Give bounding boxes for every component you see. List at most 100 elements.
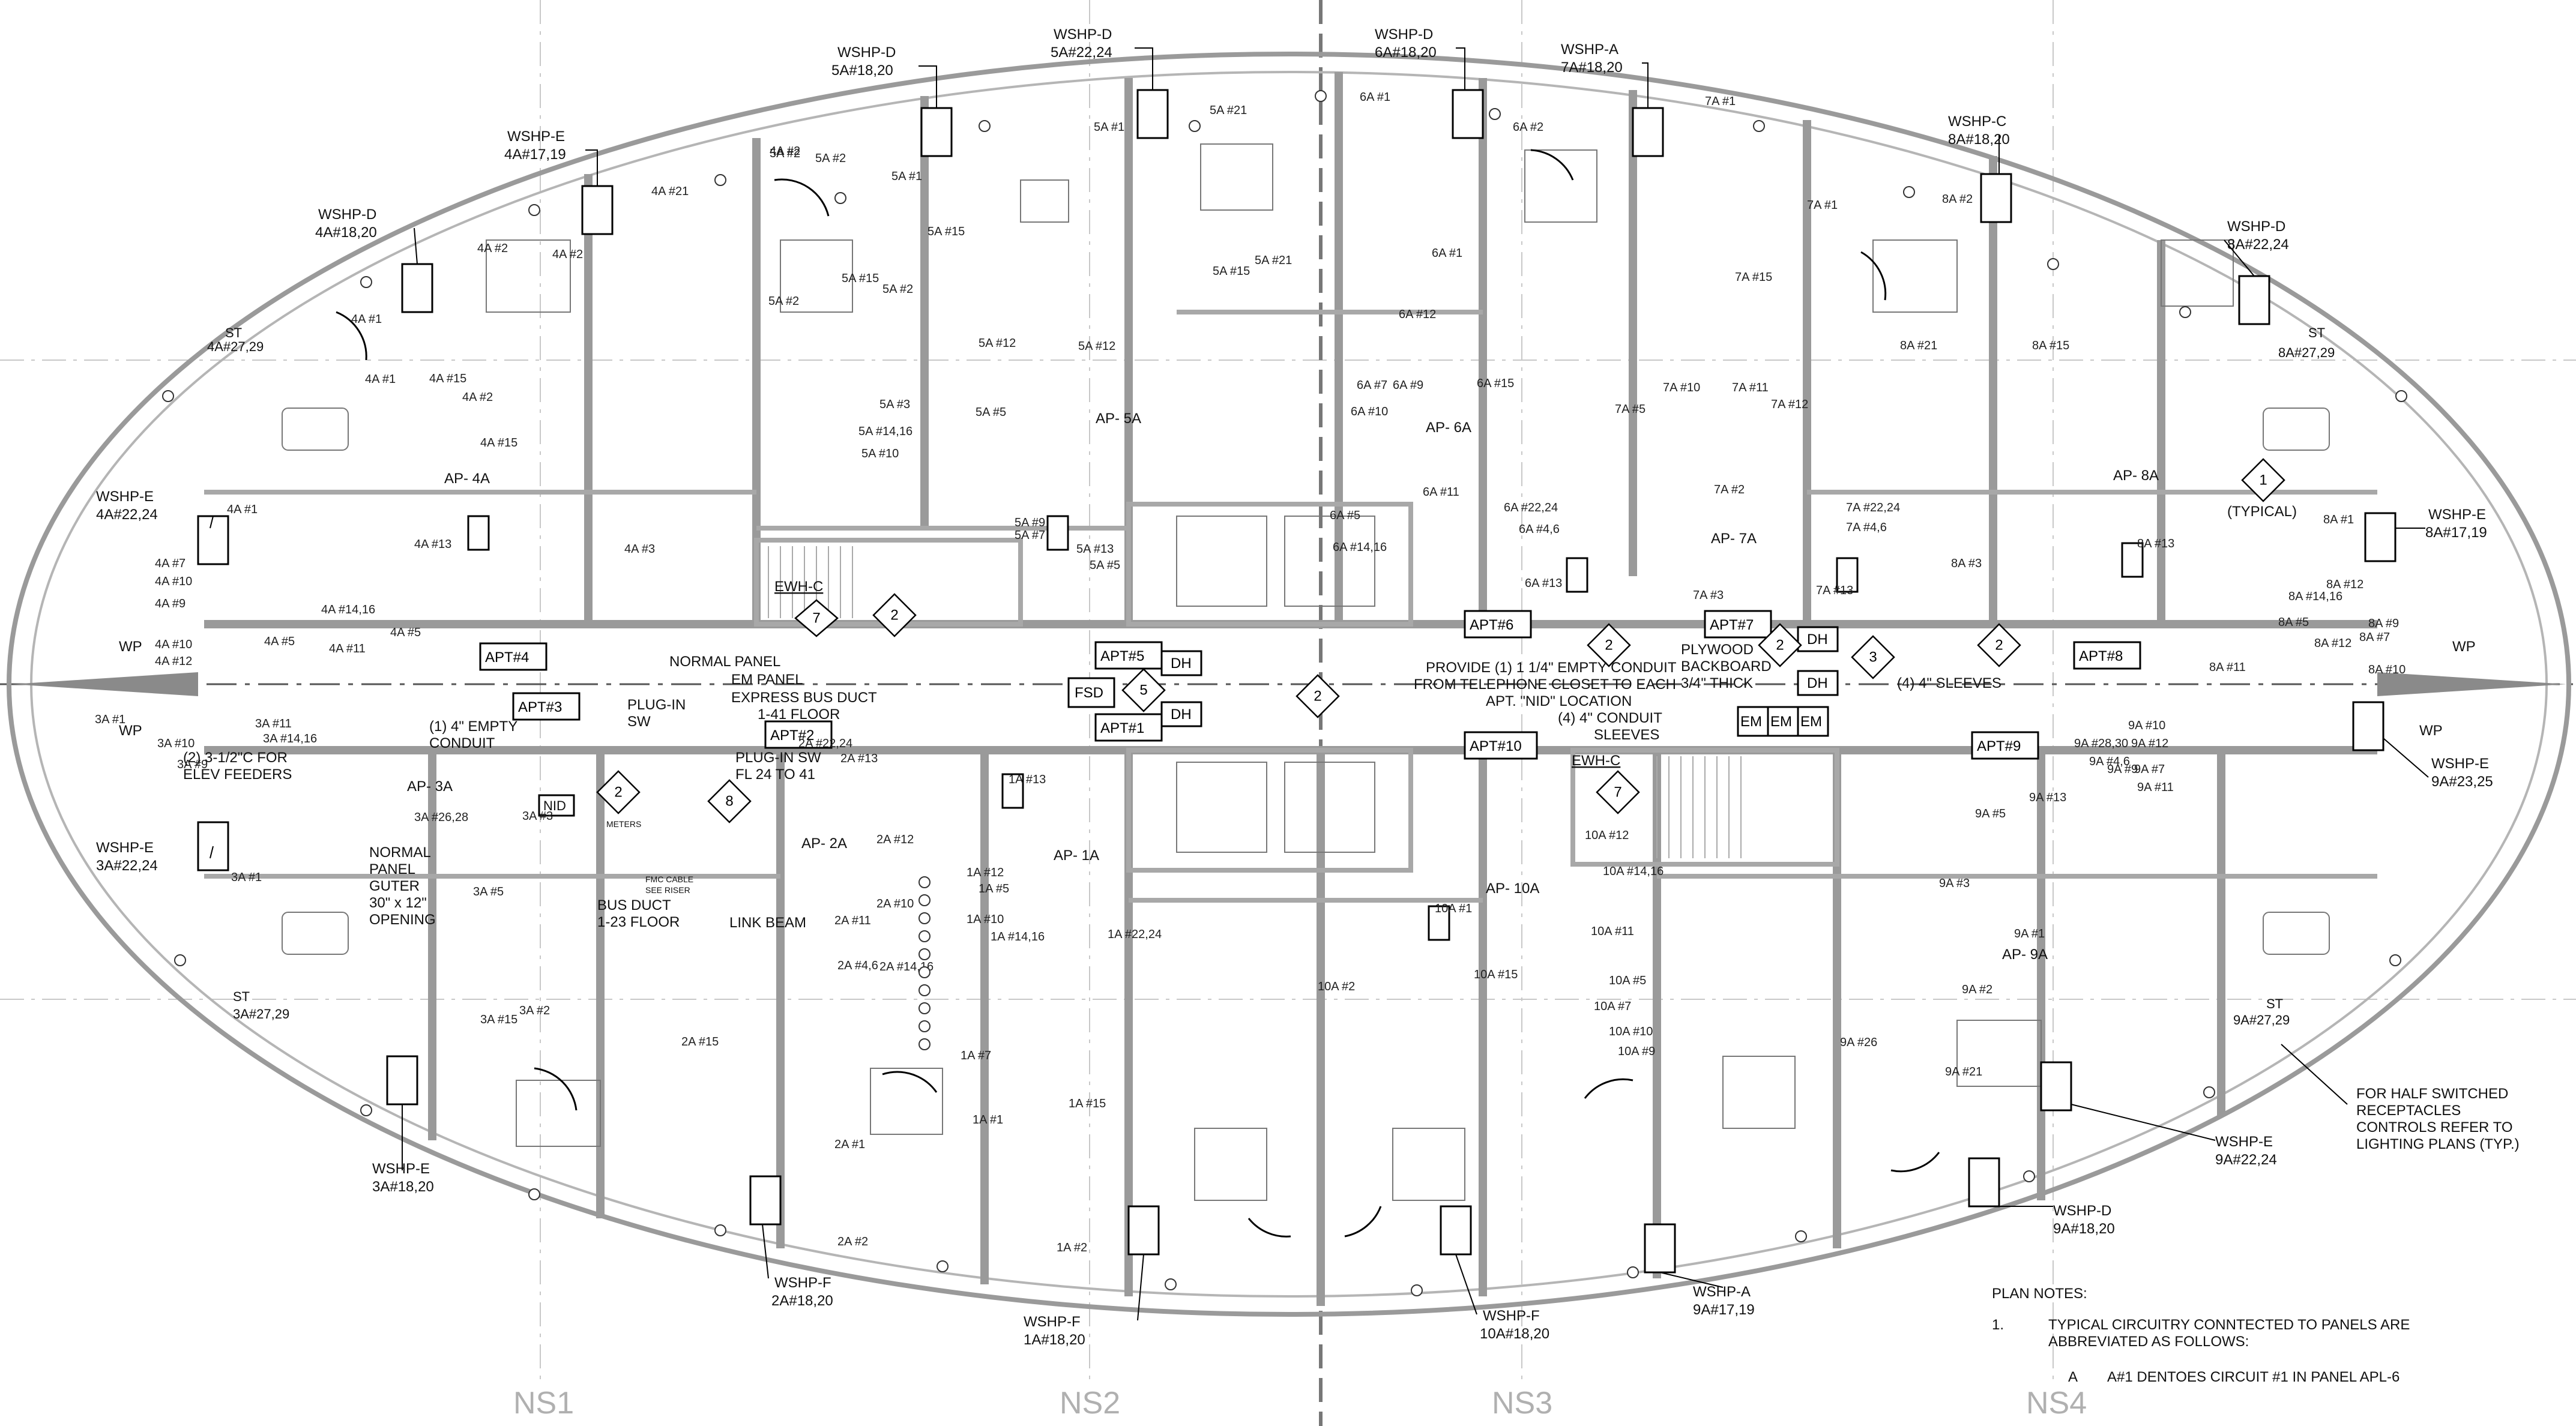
circuit-label: 5A #3: [879, 398, 910, 411]
circuit-label: 7A #2: [1714, 483, 1745, 496]
wshp-circuit: 8A#18,20: [1948, 131, 2010, 148]
elev-feeders-label: ELEV FEEDERS: [183, 766, 292, 783]
circuit-label: 4A #2: [552, 248, 583, 261]
panel-guter-label: NORMAL: [369, 844, 431, 861]
bus-duct-label: 1-23 FLOOR: [597, 914, 680, 930]
circuit-label: 5A #13: [1076, 543, 1114, 556]
access-panel-label: AP- 10A: [1486, 880, 1539, 897]
circuit-label: 4A #10: [155, 638, 192, 651]
wshp-tag: WSHP-E: [507, 128, 565, 145]
stair-left: [768, 546, 853, 618]
circuit-label: 7A #13: [1816, 584, 1853, 597]
circuit-label: 8A #15: [2032, 339, 2069, 352]
circuit-label: 5A #12: [979, 337, 1016, 350]
tag-number: 7: [1614, 784, 1621, 800]
tag-number: 2: [1776, 637, 1784, 653]
plywood-label: BACKBOARD: [1681, 658, 1772, 675]
nid-boxes: NID: [467, 515, 2144, 941]
apartment-label: APT#4: [485, 649, 529, 666]
tag-number: 2: [1314, 688, 1321, 704]
circuit-label: 5A #2: [768, 295, 799, 308]
wshp-circuit: 9A#22,24: [2215, 1152, 2277, 1168]
express-bus-label: 1-41 FLOOR: [758, 706, 840, 723]
circuit-label: 4A #1: [227, 503, 258, 516]
half-switched-note: CONTROLS REFER TO: [2356, 1119, 2512, 1136]
wshp-tag: WSHP-E: [96, 840, 154, 856]
dh-label: DH: [1807, 631, 1828, 648]
circuit-label: 6A #13: [1525, 577, 1562, 590]
circuit-label: 6A #12: [1399, 308, 1436, 321]
apartment-labels: APT#4 APT#3 APT#2 APT#5 APT#1 APT#6 APT#…: [479, 610, 2141, 760]
circuit-label: 5A #1: [1094, 121, 1124, 134]
meters-label: METERS: [606, 819, 641, 829]
circuit-label: 10A #11: [1591, 925, 1634, 938]
circuit-label: 3A #3: [522, 810, 553, 823]
circuit-label: 8A #14,16: [2288, 590, 2342, 603]
access-panel-label: AP- 7A: [1711, 531, 1757, 547]
wshp-circuit: 1A#18,20: [1024, 1332, 1085, 1348]
circuit-label: 10A #14,16: [1603, 865, 1664, 878]
conduit-sleeves-label: SLEEVES: [1594, 727, 1659, 743]
circuit-label: 4A #21: [651, 185, 689, 198]
wshp-tag: WSHP-E: [2428, 507, 2486, 523]
wshp-tag: WSHP-D: [2053, 1203, 2111, 1219]
circuit-label: 3A #1: [231, 871, 262, 884]
circuit-label: 3A #11: [255, 717, 292, 730]
wshp-circuit: 5A#22,24: [1051, 44, 1112, 61]
circuit-label: 2A #15: [681, 1035, 719, 1048]
dh-label: DH: [1171, 655, 1192, 672]
apartment-label: APT#6: [1470, 617, 1513, 633]
wp-label: WP: [2452, 639, 2476, 655]
wshp-circuit: 6A#18,20: [1375, 44, 1437, 61]
circuit-label: 2A #11: [834, 914, 871, 927]
circuit-label: 5A #21: [1255, 254, 1292, 267]
circuit-label: 3A #2: [519, 1004, 550, 1017]
circuit-label: 3A #5: [473, 885, 504, 898]
half-switched-note: LIGHTING PLANS (TYP.): [2356, 1136, 2520, 1152]
fmc-label: FMC CABLE: [645, 874, 693, 884]
st-tag: ST: [225, 325, 242, 340]
circuit-label: 10A #1: [1435, 902, 1472, 915]
conduit-sleeves-label: (4) 4" CONDUIT: [1558, 710, 1662, 726]
access-panel-label: AP- 6A: [1426, 420, 1471, 436]
circuit-label: 4A #15: [480, 436, 517, 450]
circuit-label: 8A #21: [1900, 339, 1937, 352]
circuit-label: 7A #22,24: [1846, 501, 1900, 514]
st-circuit: 9A#27,29: [2233, 1012, 2290, 1027]
telephone-note: FROM TELEPHONE CLOSET TO EACH: [1414, 676, 1676, 693]
plan-note-key-text: A#1 DENTOES CIRCUIT #1 IN PANEL APL-6: [2107, 1369, 2400, 1385]
circuit-label: 5A #7: [1015, 529, 1045, 542]
panel-guter-label: 30" x 12": [369, 895, 427, 911]
plan-callouts: NORMAL PANEL EM PANEL EXPRESS BUS DUCT 1…: [119, 504, 2520, 1152]
circuit-label: 3A #10: [157, 737, 195, 750]
grid-label-ns3: NS3: [1492, 1386, 1552, 1421]
st-circuit: 4A#27,29: [207, 339, 264, 354]
interior-walls: [204, 72, 2377, 1306]
circuit-label: 9A #3: [1939, 877, 1970, 890]
empty-conduit-label: (1) 4" EMPTY: [429, 718, 517, 735]
panel-guter-label: PANEL: [369, 861, 415, 877]
circuit-label: 5A #10: [861, 447, 899, 460]
access-panel-label: AP- 2A: [801, 835, 847, 852]
circuit-label: 4A #14,16: [321, 603, 375, 616]
st-tag: ST: [2308, 325, 2325, 340]
circuit-label: 1A #14,16: [991, 930, 1045, 943]
panel-guter-label: OPENING: [369, 912, 436, 928]
circuit-label: 5A #2: [882, 283, 913, 296]
half-switched-note: RECEPTACLES: [2356, 1103, 2461, 1119]
circuit-label: 5A #12: [1078, 340, 1115, 353]
wshp-tag: WSHP-E: [96, 489, 154, 505]
circuit-label: 6A #15: [1477, 377, 1514, 390]
tag-number: 2: [1995, 637, 2003, 653]
apartment-label: APT#10: [1470, 738, 1522, 754]
east-point: [2377, 672, 2566, 696]
grid-label-ns4: NS4: [2026, 1386, 2087, 1421]
tag-number: 8: [725, 793, 733, 809]
wp-label: WP: [2419, 723, 2443, 739]
wshp-tag: WSHP-F: [1024, 1314, 1081, 1330]
plan-note-number: 1.: [1992, 1317, 2004, 1333]
ewh-label: EWH-C: [1572, 753, 1620, 769]
wshp-circuit: 9A#17,19: [1693, 1302, 1755, 1318]
em-label: EM: [1740, 714, 1762, 730]
wshp-units: [197, 89, 2397, 1274]
